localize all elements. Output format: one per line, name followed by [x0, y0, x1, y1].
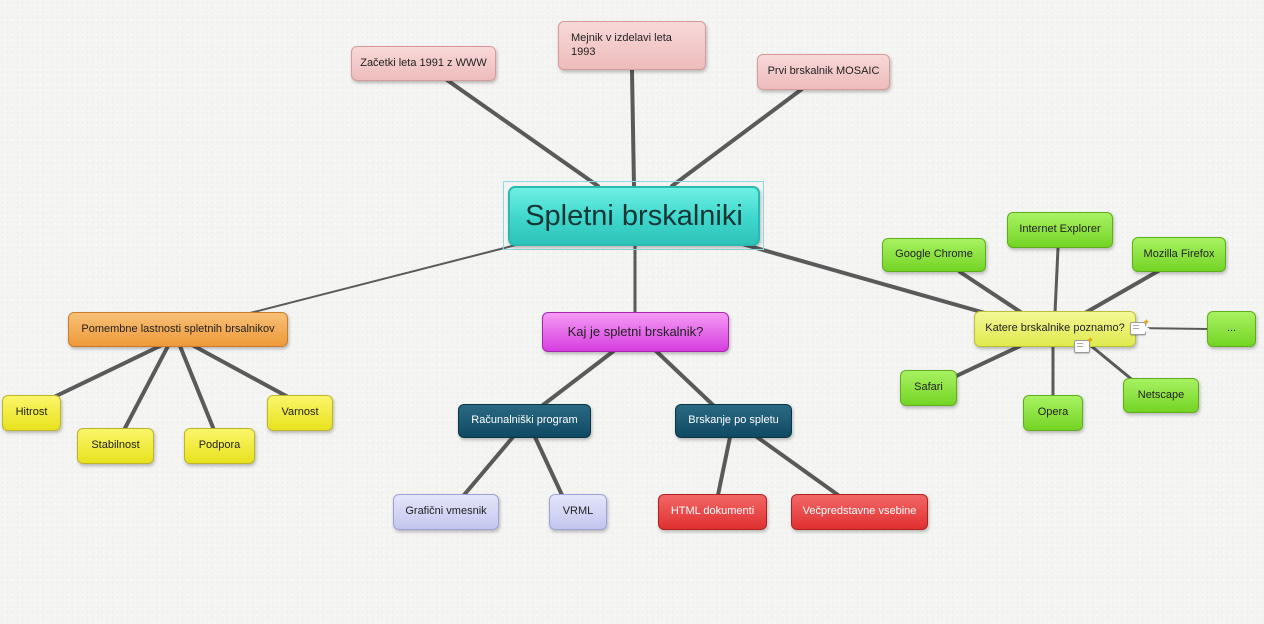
- connector-known-safari: [950, 344, 1022, 380]
- browser-safari-label: Safari: [914, 381, 943, 394]
- connector-properties-hitrost: [50, 344, 162, 400]
- property-item-varnost[interactable]: Varnost: [267, 395, 333, 431]
- browsing-item-vecpredstavne[interactable]: Večpredstavne vsebine: [791, 494, 928, 530]
- program-subtopic[interactable]: Računalniški program: [458, 404, 591, 438]
- connector-definition-browsing: [653, 348, 715, 407]
- known-topic-label: Katere brskalnike poznamo?: [985, 322, 1125, 335]
- property-item-stabilnost-label: Stabilnost: [91, 439, 140, 452]
- note-spark-icon-2: ✦: [1086, 335, 1094, 345]
- browsing-item-vecpredstavne-label: Večpredstavne vsebine: [802, 505, 917, 518]
- central-selection-frame: [503, 181, 764, 250]
- property-item-varnost-label: Varnost: [281, 406, 319, 419]
- connector-known-chrome: [958, 270, 1024, 315]
- definition-topic-label: Kaj je spletni brskalnik?: [567, 323, 704, 339]
- browser-netscape[interactable]: Netscape: [1123, 378, 1199, 413]
- note-icon-2[interactable]: ✦: [1074, 336, 1094, 353]
- property-item-podpora-label: Podpora: [198, 439, 241, 452]
- property-item-stabilnost[interactable]: Stabilnost: [77, 428, 154, 464]
- browser-opera[interactable]: Opera: [1023, 395, 1083, 431]
- program-item-vrml-label: VRML: [562, 505, 594, 518]
- history-node-2[interactable]: Mejnik v izdelavi leta 1993: [558, 21, 706, 70]
- connector-central-history-2: [630, 69, 636, 188]
- browser-mozilla-firefox[interactable]: Mozilla Firefox: [1132, 237, 1226, 272]
- history-node-1[interactable]: Začetki leta 1991 z WWW: [351, 46, 496, 81]
- connector-known-firefox: [1083, 268, 1162, 315]
- connector-central-known: [740, 242, 987, 315]
- history-node-3[interactable]: Prvi brskalnik MOSAIC: [757, 54, 890, 90]
- property-item-hitrost[interactable]: Hitrost: [2, 395, 61, 431]
- connector-central-history-1: [445, 78, 600, 188]
- browsing-item-html[interactable]: HTML dokumenti: [658, 494, 767, 530]
- property-item-hitrost-label: Hitrost: [15, 406, 48, 419]
- connector-central-properties: [249, 243, 521, 314]
- browser-internet-explorer-label: Internet Explorer: [1019, 223, 1101, 236]
- connector-properties-stabilnost: [122, 344, 170, 432]
- connector-definition-program: [541, 348, 617, 407]
- connector-central-history-3: [670, 87, 804, 188]
- connector-browsing-html: [716, 435, 732, 497]
- properties-topic[interactable]: Pomembne lastnosti spletnih brsalnikov: [68, 312, 288, 347]
- history-node-2-label: Mejnik v izdelavi leta 1993: [571, 31, 672, 58]
- central-topic-label: Spletni brskalniki: [525, 199, 743, 232]
- browser-opera-label: Opera: [1037, 406, 1069, 419]
- program-item-graficni-vmesnik-label: Grafični vmesnik: [405, 505, 487, 518]
- connector-known-ie: [1053, 246, 1060, 315]
- browser-internet-explorer[interactable]: Internet Explorer: [1007, 212, 1113, 248]
- connector-properties-podpora: [178, 344, 216, 432]
- history-node-1-label: Začetki leta 1991 z WWW: [360, 56, 487, 69]
- browser-more[interactable]: ...: [1207, 311, 1256, 347]
- note-icon[interactable]: ✦: [1130, 318, 1150, 335]
- browser-more-label: ...: [1226, 322, 1237, 335]
- known-topic[interactable]: Katere brskalnike poznamo?: [974, 311, 1136, 347]
- connector-known-netscape: [1088, 343, 1137, 384]
- note-spark-icon: ✦: [1142, 317, 1150, 327]
- central-topic[interactable]: Spletni brskalniki: [508, 186, 760, 246]
- note-tail: [1145, 326, 1150, 332]
- connector-program-vrml: [533, 435, 564, 497]
- property-item-podpora[interactable]: Podpora: [184, 428, 255, 464]
- definition-topic[interactable]: Kaj je spletni brskalnik?: [542, 312, 729, 352]
- browser-google-chrome-label: Google Chrome: [895, 248, 973, 261]
- browser-safari[interactable]: Safari: [900, 370, 957, 406]
- connector-program-graficni: [462, 435, 515, 497]
- connector-properties-varnost: [192, 344, 290, 399]
- program-subtopic-label: Računalniški program: [471, 414, 578, 427]
- browsing-subtopic-label: Brskanje po spletu: [688, 414, 779, 427]
- program-item-graficni-vmesnik[interactable]: Grafični vmesnik: [393, 494, 499, 530]
- browser-google-chrome[interactable]: Google Chrome: [882, 238, 986, 272]
- browsing-subtopic[interactable]: Brskanje po spletu: [675, 404, 792, 438]
- properties-topic-label: Pomembne lastnosti spletnih brsalnikov: [81, 322, 275, 335]
- connector-browsing-vecpredstavne: [755, 435, 840, 497]
- browser-mozilla-firefox-label: Mozilla Firefox: [1143, 247, 1215, 260]
- browsing-item-html-label: HTML dokumenti: [670, 505, 755, 518]
- history-node-3-label: Prvi brskalnik MOSAIC: [767, 65, 880, 78]
- program-item-vrml[interactable]: VRML: [549, 494, 607, 530]
- browser-netscape-label: Netscape: [1137, 388, 1185, 401]
